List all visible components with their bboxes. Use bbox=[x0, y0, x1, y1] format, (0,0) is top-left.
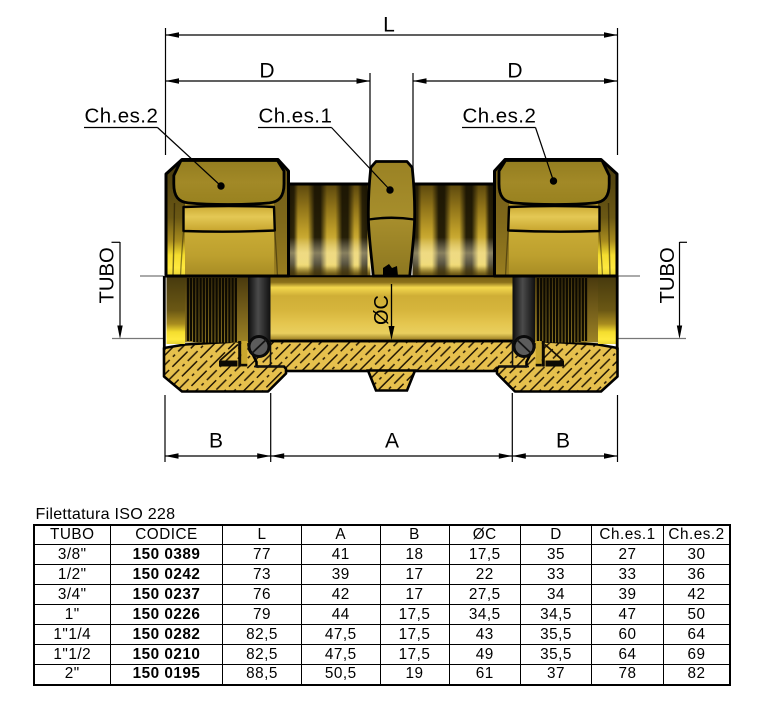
svg-text:Ch.es.2: Ch.es.2 bbox=[85, 105, 159, 128]
svg-text:Ch.es.2: Ch.es.2 bbox=[463, 105, 537, 128]
svg-text:A: A bbox=[385, 430, 399, 453]
svg-text:B: B bbox=[556, 430, 570, 453]
svg-text:Ch.es.1: Ch.es.1 bbox=[259, 105, 333, 128]
svg-text:D: D bbox=[259, 60, 274, 83]
svg-text:L: L bbox=[383, 14, 395, 37]
svg-text:TUBO: TUBO bbox=[657, 247, 679, 303]
svg-text:B: B bbox=[209, 430, 223, 453]
svg-text:ØC: ØC bbox=[371, 295, 393, 325]
svg-text:TUBO: TUBO bbox=[97, 247, 119, 303]
svg-text:D: D bbox=[507, 60, 522, 83]
